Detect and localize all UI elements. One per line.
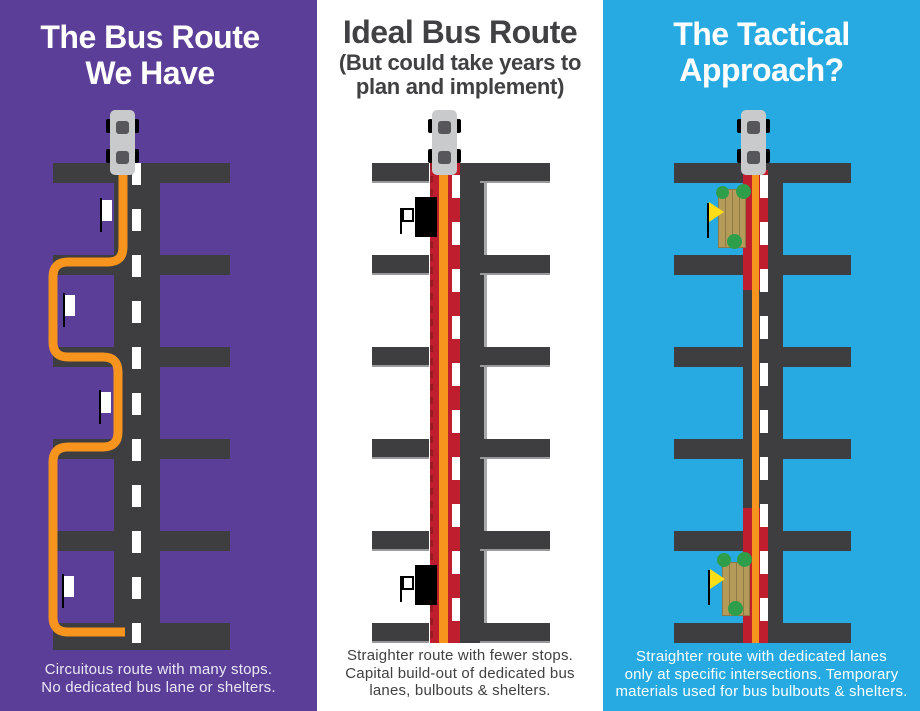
lane-divider-dashes — [760, 163, 768, 643]
cross-street — [674, 347, 743, 367]
bus-wheel — [428, 149, 433, 163]
ideal-route-caption: Straighter route with fewer stops. Capit… — [317, 647, 603, 700]
bush-icon — [717, 553, 731, 567]
caption-line: lanes, bulbouts & shelters. — [369, 682, 551, 699]
page-title: We Have — [85, 55, 215, 91]
caption-line: only at specific intersections. Temporar… — [624, 665, 899, 683]
cross-street — [783, 347, 851, 367]
cross-street — [480, 347, 550, 367]
cross-street — [783, 163, 851, 183]
lane-divider-dashes — [132, 163, 141, 643]
page-subtitle: (But could take years to — [338, 50, 582, 75]
ideal-route-title: Ideal Bus Route (But could take years to… — [317, 13, 603, 99]
bus-stop-flag-icon — [402, 576, 414, 590]
cross-street — [674, 531, 743, 551]
cross-street — [674, 439, 743, 459]
cross-street — [674, 163, 743, 183]
bus-window — [116, 151, 129, 164]
cross-street — [372, 255, 429, 275]
bus-window — [438, 121, 451, 134]
caption-line: Circuitous route with many stops. — [44, 661, 273, 678]
lane-divider-dashes — [452, 163, 460, 643]
caption-line: Straighter route with fewer stops. — [346, 647, 574, 664]
bus-wheel — [456, 149, 461, 163]
road-edge — [484, 163, 487, 643]
bus-icon — [432, 110, 457, 175]
bus-window — [116, 121, 129, 134]
bus-wheel — [765, 149, 770, 163]
caption-line: materials used for bus bulbouts & shelte… — [615, 683, 908, 700]
cross-street — [480, 531, 550, 551]
cross-street — [372, 439, 429, 459]
current-route-caption: Circuitous route with many stops. No ded… — [0, 661, 317, 696]
page-subtitle: plan and implement) — [355, 74, 565, 99]
page-title: Approach? — [679, 52, 844, 88]
caption-line: Capital build-out of dedicated bus — [345, 664, 575, 682]
bus-icon — [741, 110, 766, 175]
bus-stop-flag-pole — [100, 198, 102, 232]
cross-street — [480, 439, 550, 459]
bus-wheel — [737, 149, 742, 163]
bus-stop-flag-icon — [102, 200, 112, 221]
bus-icon — [110, 110, 135, 175]
bush-icon — [728, 601, 743, 616]
cross-street — [480, 163, 550, 183]
bus-lane-edge-dashes — [430, 163, 433, 643]
tactical-title: The Tactical Approach? — [603, 16, 920, 88]
bus-shelter-icon — [415, 565, 437, 605]
page-title: Ideal Bus Route — [342, 14, 578, 50]
bus-stop-flag-icon — [101, 392, 111, 413]
bus-wheel — [737, 119, 742, 133]
bus-wheel — [106, 119, 111, 133]
bush-icon — [736, 184, 751, 199]
cross-street — [480, 255, 550, 275]
cross-street — [783, 439, 851, 459]
bus-stop-flag-icon — [402, 208, 414, 222]
bush-icon — [716, 186, 729, 199]
bus-window — [438, 151, 451, 164]
cross-street — [674, 623, 743, 643]
cross-street — [783, 623, 851, 643]
cross-street — [372, 531, 429, 551]
bush-icon — [727, 234, 742, 249]
pennant-flag-icon — [710, 569, 725, 589]
bus-wheel — [428, 119, 433, 133]
bus-stop-flag-icon — [65, 295, 75, 316]
bus-stop-flag-pole — [62, 574, 64, 608]
bus-stop-flag-pole — [99, 390, 101, 424]
bus-shelter-icon — [415, 197, 437, 237]
bush-icon — [737, 552, 752, 567]
bus-wheel — [765, 119, 770, 133]
cross-street — [372, 163, 429, 183]
cross-street — [783, 255, 851, 275]
current-route-title: The Bus Route We Have — [0, 19, 300, 91]
bus-stop-flag-pole — [400, 576, 402, 602]
bus-wheel — [456, 119, 461, 133]
bus-wheel — [134, 149, 139, 163]
bus-stop-flag-pole — [707, 203, 709, 238]
page-title: The Tactical — [673, 16, 850, 52]
bus-stop-flag-icon — [64, 576, 74, 597]
cross-street — [783, 531, 851, 551]
bus-window — [747, 151, 760, 164]
tactical-caption: Straighter route with dedicated lanes on… — [603, 648, 920, 701]
pennant-flag-icon — [709, 202, 724, 222]
bus-wheel — [134, 119, 139, 133]
bus-window — [747, 121, 760, 134]
cross-street — [372, 347, 429, 367]
bus-wheel — [106, 149, 111, 163]
bus-route-stripe — [752, 163, 759, 643]
cross-street — [480, 623, 550, 643]
page-title: The Bus Route — [40, 19, 260, 55]
bus-route-stripe — [439, 163, 448, 643]
bus-stop-flag-pole — [708, 570, 710, 605]
cross-street — [674, 255, 743, 275]
bus-stop-flag-pole — [63, 293, 65, 327]
caption-line: Straighter route with dedicated lanes — [636, 648, 887, 665]
cross-street — [372, 623, 429, 643]
bus-stop-flag-pole — [400, 208, 402, 234]
caption-line: No dedicated bus lane or shelters. — [41, 678, 276, 696]
